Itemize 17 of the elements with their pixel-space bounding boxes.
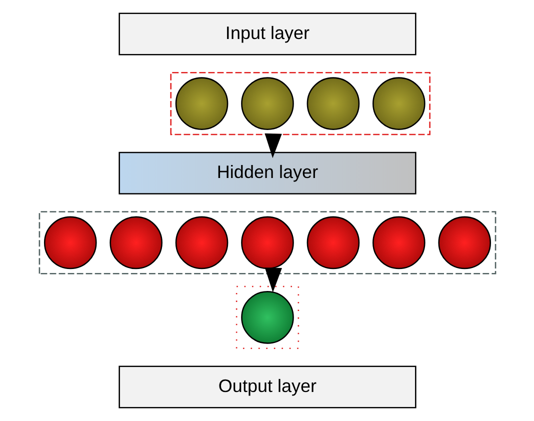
node-box: Hidden layer [118, 152, 416, 194]
node-circle [372, 216, 425, 270]
node-circle [109, 216, 162, 270]
node-circle [174, 216, 228, 270]
node-box: Output layer [118, 366, 416, 408]
node-box: Input layer [118, 12, 416, 56]
node-circle [174, 77, 228, 130]
node-circle [306, 216, 360, 270]
node-circle [306, 77, 360, 130]
node-circle [240, 291, 294, 344]
node-circle [438, 216, 491, 270]
node-circle [240, 216, 294, 270]
cluster [235, 286, 299, 349]
node-circle [240, 77, 294, 130]
arrow [264, 268, 282, 292]
node-circle [372, 77, 425, 130]
node-circle [43, 216, 96, 270]
